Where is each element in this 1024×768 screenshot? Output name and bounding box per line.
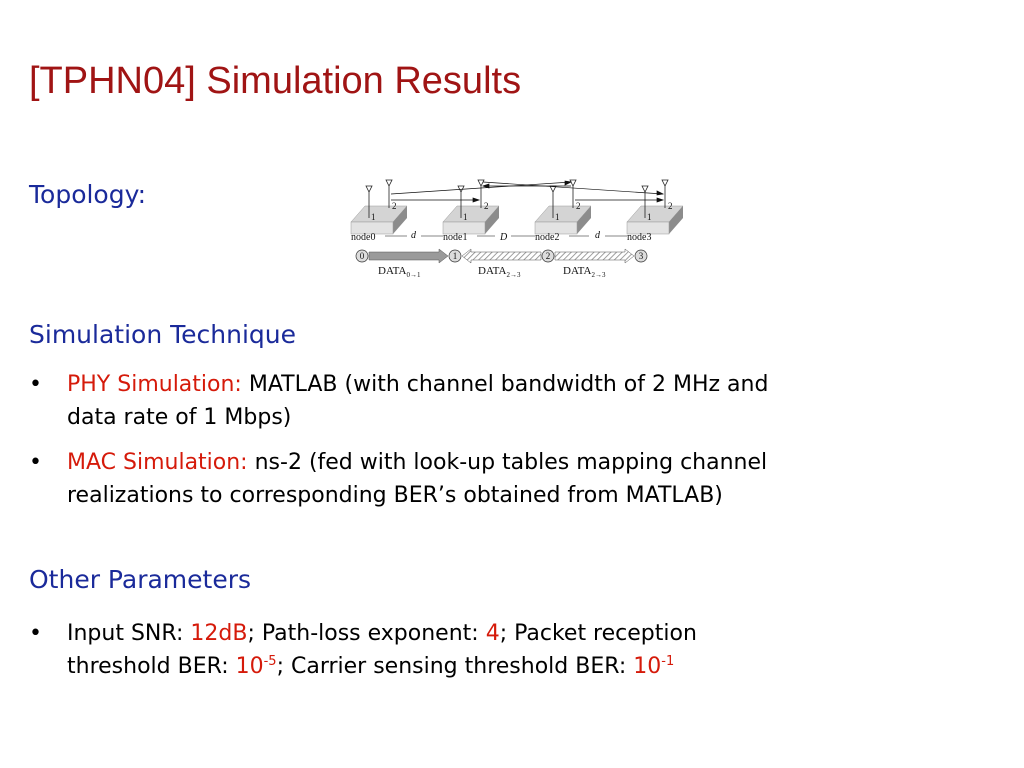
cs-label: ; Carrier sensing threshold BER:: [276, 654, 634, 679]
mac-text-cont: realizations to corresponding BER’s obta…: [67, 483, 723, 508]
antenna-label: 1: [647, 212, 652, 222]
data-label-2-3: DATA2→3: [563, 265, 606, 279]
node-number: 1: [453, 251, 458, 261]
node-label: node0: [351, 232, 375, 243]
antenna-label: 2: [392, 201, 397, 211]
topology-heading: Topology:: [29, 180, 146, 209]
data-label-2-1: DATA2→3: [478, 265, 521, 279]
phy-text-cont: data rate of 1 Mbps): [67, 405, 292, 430]
data-arrow-0-1: [368, 248, 449, 264]
data-label-0-1: DATA0→1: [378, 265, 421, 279]
antenna-label: 2: [576, 201, 581, 211]
pathloss-value: 4: [485, 621, 500, 646]
threshold-value: 10-5: [235, 654, 277, 679]
node-number: 0: [360, 251, 365, 261]
threshold-label: threshold BER:: [67, 654, 236, 679]
data-arrow-2-1: [461, 248, 542, 264]
topology-diagram: 1 2 1 2 1 2 1 2 node0 node1 node2: [345, 178, 690, 284]
antenna-label: 1: [555, 212, 560, 222]
bullet-dot: •: [29, 372, 42, 397]
bullet-text: MAC Simulation: ns-2 (fed with look-up t…: [67, 446, 967, 512]
link-arrows: [390, 180, 665, 203]
data-arrow-2-3: [554, 248, 635, 264]
node-box-3: [626, 205, 684, 235]
node-circles: [355, 249, 648, 263]
mac-text: ns-2 (fed with look-up tables mapping ch…: [254, 450, 768, 475]
node-box-1: [442, 205, 500, 235]
antenna-label: 2: [484, 201, 489, 211]
phy-label: PHY Simulation:: [67, 372, 242, 397]
node-number: 2: [546, 251, 551, 261]
node-box-0: [350, 205, 408, 235]
bullet-dot: •: [29, 621, 42, 646]
antenna-label: 1: [463, 212, 468, 222]
bullet-text: Input SNR: 12dB; Path-loss exponent: 4; …: [67, 617, 967, 683]
slide-title: [TPHN04] Simulation Results: [29, 60, 522, 102]
topology-svg: 1 2 1 2 1 2 1 2 node0 node1 node2: [350, 179, 684, 279]
distance-label: d: [411, 230, 417, 241]
bullet-dot: •: [29, 450, 42, 475]
node-box-2: [534, 205, 592, 235]
other-parameters-heading: Other Parameters: [29, 565, 252, 594]
distance-label: D: [499, 232, 508, 243]
pathloss-label: ; Path-loss exponent:: [247, 621, 486, 646]
snr-label: Input SNR:: [67, 621, 191, 646]
distance-label: d: [595, 230, 601, 241]
node-label: node2: [535, 232, 559, 243]
technique-heading: Simulation Technique: [29, 320, 296, 349]
cs-value: 10-1: [633, 654, 675, 679]
node-label: node3: [627, 232, 651, 243]
mac-label: MAC Simulation:: [67, 450, 248, 475]
bullet-text: PHY Simulation: MATLAB (with channel ban…: [67, 368, 967, 434]
antenna-label: 1: [371, 212, 376, 222]
antenna-label: 2: [668, 201, 673, 211]
reception-label: ; Packet reception: [499, 621, 697, 646]
snr-value: 12dB: [190, 621, 248, 646]
node-label: node1: [443, 232, 467, 243]
phy-text: MATLAB (with channel bandwidth of 2 MHz …: [248, 372, 769, 397]
node-number: 3: [639, 251, 644, 261]
